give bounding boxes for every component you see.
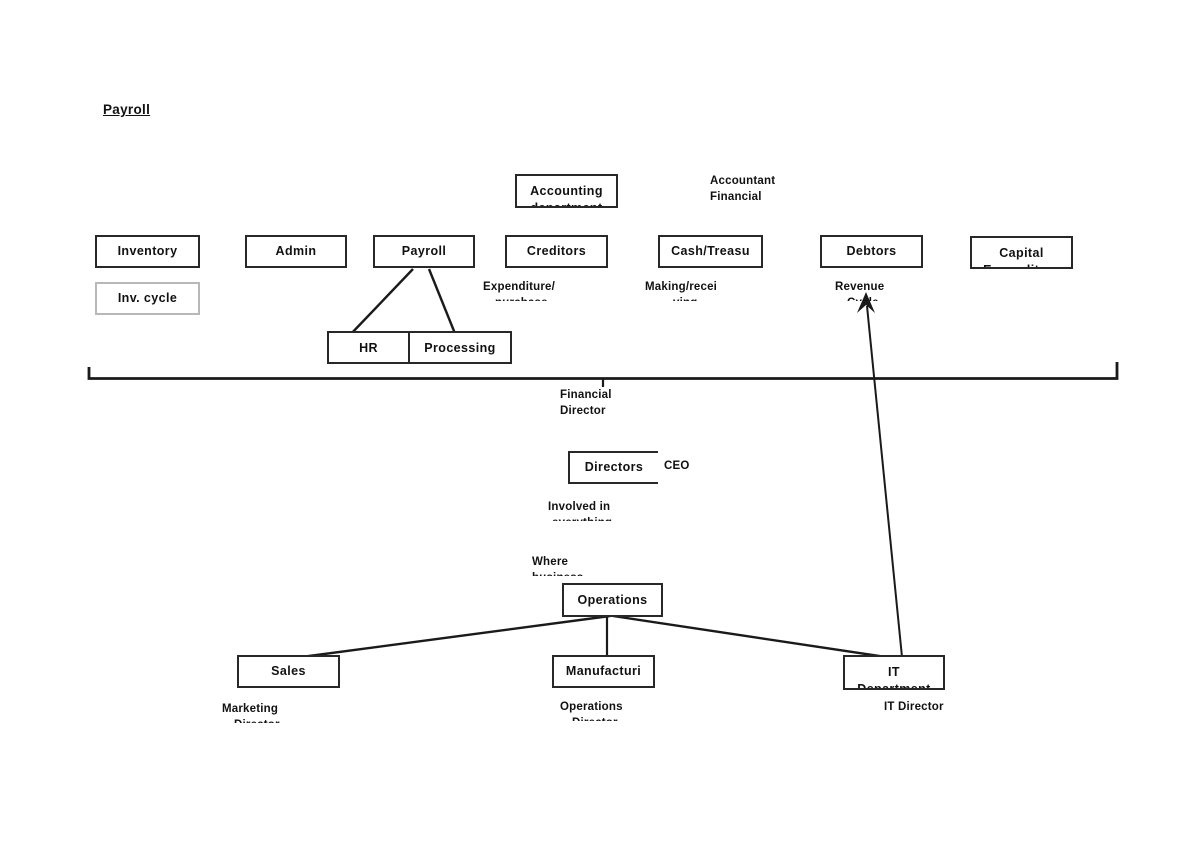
box-operations-label: Operations <box>577 592 648 607</box>
box-sales-label: Sales <box>271 664 306 678</box>
label-involved-everything: Involved in everything <box>548 499 612 521</box>
box-inventory-label: Inventory <box>117 244 178 258</box>
label-it-director: IT Director <box>884 699 944 715</box>
label-it-director-text: IT Director <box>884 701 944 713</box>
label-operations-director-line1: Operations <box>560 701 623 713</box>
box-creditors: Creditors <box>505 235 608 268</box>
label-operations-director: Operations Director <box>560 699 623 721</box>
box-cash-treasury: Cash/Treasu <box>658 235 763 268</box>
box-sales: Sales <box>237 655 340 688</box>
box-payroll-label: Payroll <box>401 244 447 258</box>
finance-group-bracket <box>87 362 1119 380</box>
label-making-line2: ving <box>645 295 717 301</box>
label-involved-line1: Involved in <box>548 501 611 513</box>
line-operations-sales <box>293 614 611 660</box>
label-accountant-financial-line1: Accountant <box>710 175 776 187</box>
box-accounting: Accounting department <box>515 174 618 208</box>
label-revenue-cycle: Revenue Cycle <box>835 279 884 301</box>
box-hr-label: HR <box>359 340 378 355</box>
label-expenditure-line1: Expenditure/ <box>483 281 556 293</box>
arrow-it-to-revenue <box>866 305 903 658</box>
box-capital-label: Capital <box>999 246 1044 260</box>
label-ceo: CEO <box>664 458 690 474</box>
line-payroll-hr <box>348 268 414 337</box>
label-accountant-financial-line2: Financial <box>710 191 762 203</box>
label-revenue-line1: Revenue <box>835 281 885 293</box>
box-cash-treasury-label: Cash/Treasu <box>671 244 750 258</box>
box-payroll: Payroll <box>373 235 475 268</box>
label-marketing-line2: Director <box>222 717 280 723</box>
label-financial-director-line1: Financial <box>560 389 612 401</box>
label-expenditure-line2: purchase <box>483 295 555 301</box>
box-accounting-label: Accounting <box>530 184 603 198</box>
label-where-business: Where business <box>532 554 583 576</box>
box-it-label: IT <box>888 665 900 679</box>
box-debtors: Debtors <box>820 235 923 268</box>
box-inv-cycle-label: Inv. cycle <box>117 291 178 305</box>
label-ceo-text: CEO <box>664 460 690 472</box>
box-manufacturing-label: Manufacturi <box>565 664 642 678</box>
label-making-receiving: Making/recei ving <box>645 279 717 301</box>
label-where-line1: Where <box>532 556 569 568</box>
label-revenue-line2: Cycle <box>835 295 884 301</box>
label-financial-director: Financial Director <box>560 387 612 419</box>
box-processing: Processing <box>410 331 512 364</box>
line-operations-it <box>612 614 900 661</box>
label-where-line2: business <box>532 570 583 576</box>
label-operations-director-line2: Director <box>560 715 623 721</box>
box-it-clipped-line: Department <box>857 682 931 690</box>
box-creditors-label: Creditors <box>526 244 587 258</box>
label-involved-line2: everything <box>548 515 612 521</box>
label-making-line1: Making/recei <box>645 281 718 293</box>
box-it: IT Department <box>843 655 945 690</box>
box-processing-label: Processing <box>424 340 496 355</box>
page-title: Payroll <box>103 102 151 117</box>
box-capital-clipped-line: Expenditure <box>983 262 1060 267</box>
label-expenditure-purchase: Expenditure/ purchase <box>483 279 555 301</box>
box-debtors-label: Debtors <box>846 244 897 258</box>
box-inv-cycle: Inv. cycle <box>95 282 200 315</box>
label-marketing-line1: Marketing <box>222 703 279 715</box>
label-accountant-financial: Accountant Financial <box>710 173 775 205</box>
label-marketing-director: Marketing Director <box>222 701 280 723</box>
box-directors: Directors <box>568 451 658 484</box>
box-hr: HR <box>327 331 410 364</box>
box-directors-label: Directors <box>584 460 644 474</box>
label-financial-director-line2: Director <box>560 405 606 417</box>
box-admin: Admin <box>245 235 347 268</box>
box-accounting-clipped-line: department <box>530 201 603 208</box>
box-inventory: Inventory <box>95 235 200 268</box>
box-admin-label: Admin <box>275 244 317 258</box>
box-operations: Operations <box>562 583 663 617</box>
line-payroll-processing <box>427 268 458 337</box>
box-capital: Capital Expenditure <box>970 236 1073 269</box>
box-hr-processing-group: HR Processing <box>327 331 512 364</box>
box-manufacturing: Manufacturi <box>552 655 655 688</box>
